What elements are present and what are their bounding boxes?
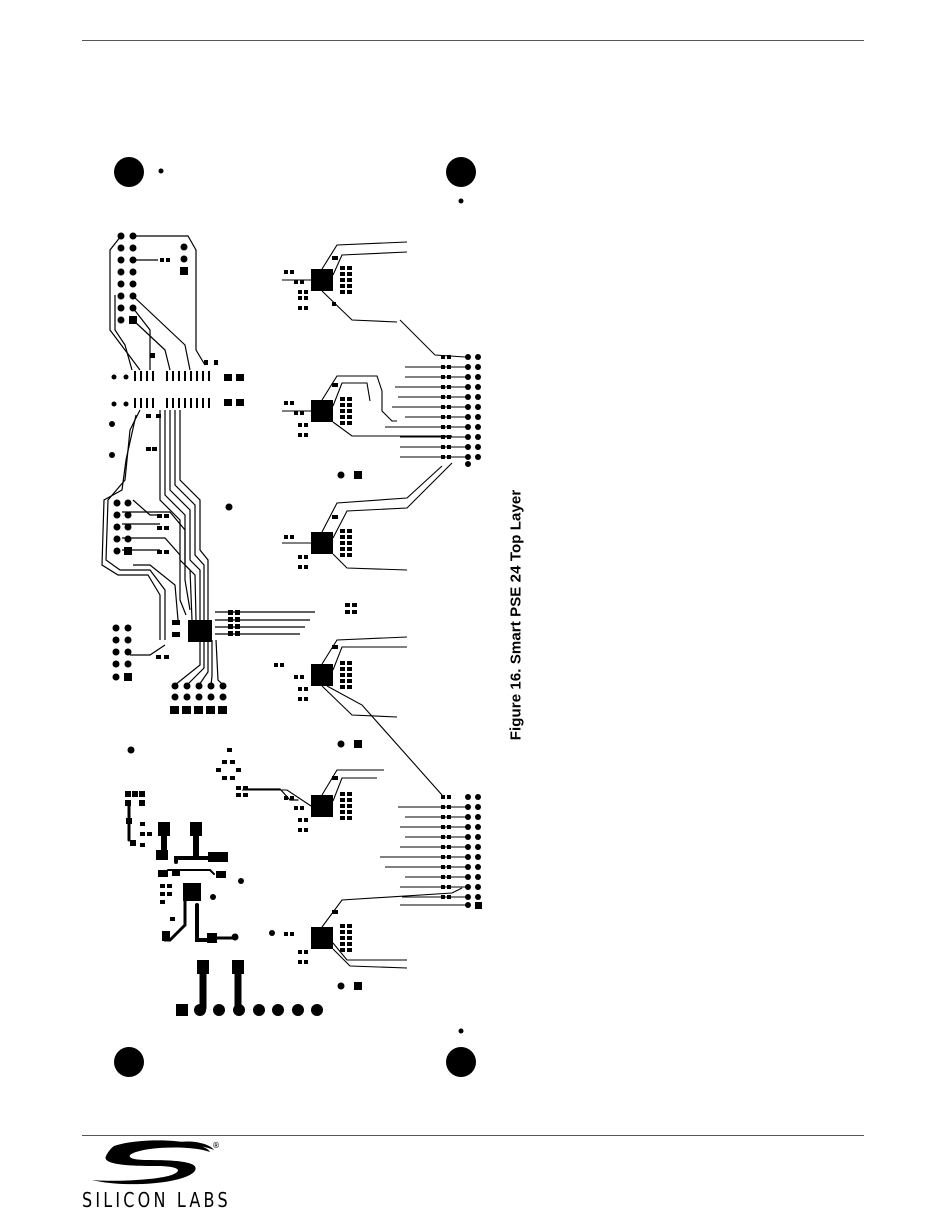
- pse-ic: [242, 770, 384, 832]
- mounting-hole: [114, 157, 144, 187]
- mounting-hole: [114, 1047, 144, 1077]
- left-header-connector: [118, 233, 189, 325]
- footer-rule: [82, 1135, 864, 1136]
- port-connectors: [380, 320, 482, 909]
- port-connector-group-a: [385, 320, 481, 467]
- silicon-labs-logo-icon: ®: [84, 1138, 224, 1188]
- logo-text: SILICON LABS: [82, 1188, 231, 1212]
- port-connector-group-b: [380, 794, 482, 909]
- pse-ic: [284, 888, 462, 968]
- mounting-hole: [446, 157, 476, 187]
- pse-ic: [274, 637, 442, 795]
- mounting-hole: [446, 1047, 476, 1077]
- traces: [102, 236, 315, 685]
- pse-ic: [282, 463, 452, 570]
- port-leds: [170, 683, 227, 715]
- registered-mark: ®: [212, 1141, 220, 1150]
- figure-caption: Figure 16. Smart PSE 24 Top Layer: [508, 490, 525, 741]
- pse-ic: [282, 242, 407, 322]
- silicon-labs-logo: ® SILICON LABS: [82, 1138, 232, 1210]
- power-supply-section: [125, 748, 323, 1016]
- pcb-top-layer-drawing: [0, 0, 950, 1130]
